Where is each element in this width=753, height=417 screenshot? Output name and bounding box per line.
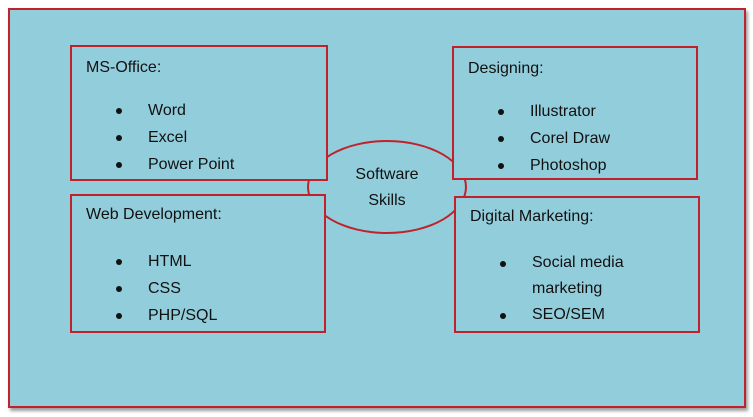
- list-item-label: SEO/SEM: [532, 306, 605, 323]
- center-label-line1: Software: [355, 166, 419, 183]
- list-item: Photoshop: [454, 152, 610, 178]
- list-item-label: marketing: [532, 280, 603, 297]
- list-item-label: HTML: [148, 253, 192, 270]
- bullet-icon: [116, 313, 122, 319]
- list-item-continuation: marketing: [456, 276, 624, 302]
- bullet-icon: [500, 261, 506, 267]
- list-item-label: CSS: [148, 280, 181, 297]
- list-item-label: Social media: [532, 254, 624, 271]
- bullet-icon: [498, 163, 504, 169]
- card-designing: Designing: Illustrator Corel Draw Photos…: [452, 46, 698, 180]
- list-item: HTML: [72, 248, 217, 275]
- list-item-label: Word: [148, 102, 186, 119]
- card-title: MS-Office:: [86, 59, 162, 76]
- card-digital-marketing: Digital Marketing: Social media marketin…: [454, 196, 700, 333]
- bullet-icon: [116, 259, 122, 265]
- list-item: CSS: [72, 275, 217, 302]
- list-item-label: PHP/SQL: [148, 307, 218, 324]
- list-item-label: Power Point: [148, 156, 235, 173]
- bullet-icon: [498, 109, 504, 115]
- list-item: Illustrator: [454, 98, 610, 125]
- list-item: Corel Draw: [454, 125, 610, 152]
- center-ellipse: [307, 140, 467, 234]
- bullet-icon: [116, 108, 122, 114]
- list-item-label: Photoshop: [530, 157, 607, 174]
- skill-list: Social media marketing SEO/SEM: [456, 250, 624, 328]
- center-label-line2: Skills: [368, 192, 406, 209]
- center-label: Software Skills: [307, 162, 467, 214]
- list-item: Excel: [72, 124, 234, 151]
- bullet-icon: [498, 136, 504, 142]
- list-item: Social media: [456, 250, 624, 276]
- card-title: Designing:: [468, 60, 544, 77]
- card-web-development: Web Development: HTML CSS PHP/SQL: [70, 194, 326, 333]
- bullet-icon: [116, 162, 122, 168]
- list-item: PHP/SQL: [72, 302, 217, 329]
- list-item-label: Excel: [148, 129, 188, 146]
- list-item-label: Illustrator: [530, 103, 596, 120]
- list-item-label: Corel Draw: [530, 130, 611, 147]
- skill-list: Illustrator Corel Draw Photoshop: [454, 98, 610, 178]
- bullet-icon: [116, 135, 122, 141]
- list-item: Power Point: [72, 151, 234, 178]
- list-item: SEO/SEM: [456, 302, 624, 328]
- bullet-icon: [116, 286, 122, 292]
- card-title: Digital Marketing:: [470, 208, 594, 225]
- skill-list: HTML CSS PHP/SQL: [72, 248, 217, 329]
- card-title: Web Development:: [86, 206, 222, 223]
- list-item: Word: [72, 97, 234, 124]
- skill-list: Word Excel Power Point: [72, 97, 234, 178]
- card-ms-office: MS-Office: Word Excel Power Point: [70, 45, 328, 181]
- bullet-icon: [500, 313, 506, 319]
